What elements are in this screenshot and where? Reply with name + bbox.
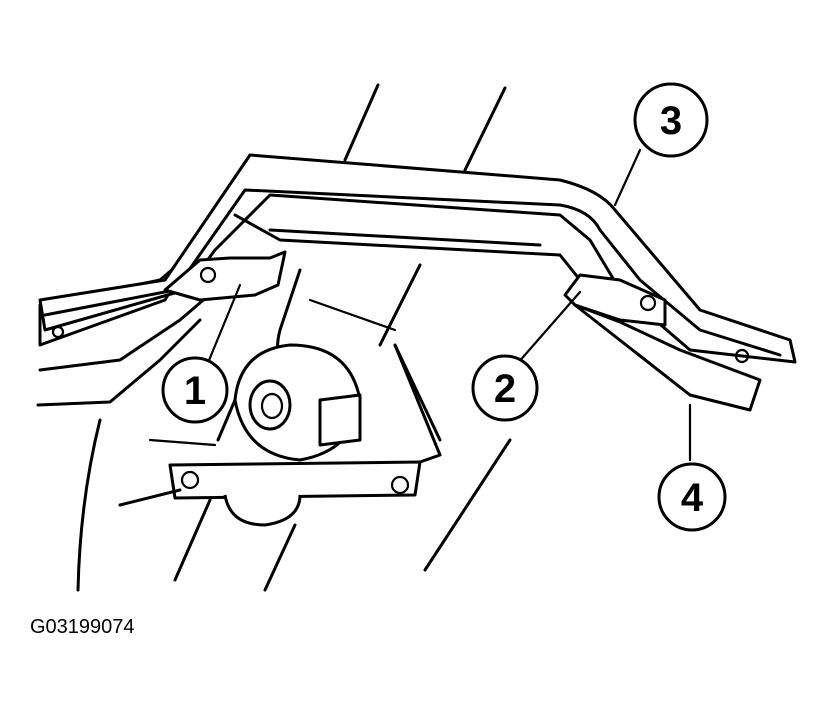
figure-id: G03199074 [30,616,135,638]
callout-3-label: 3 [660,99,682,143]
right-mount-bracket [563,273,762,412]
left-mount-bracket [163,250,287,302]
center-bearing [148,343,442,527]
callout-4-label: 4 [681,476,704,520]
lower-support-lines [76,418,512,592]
leader-lines [203,148,692,462]
callout-3: 3 [633,82,709,158]
callout-4: 4 [657,462,727,532]
callout-2-label: 2 [494,367,516,411]
callout-1: 1 [161,356,229,424]
crossmember [38,153,797,364]
callout-2: 2 [471,354,539,422]
callout-1-label: 1 [184,369,206,413]
